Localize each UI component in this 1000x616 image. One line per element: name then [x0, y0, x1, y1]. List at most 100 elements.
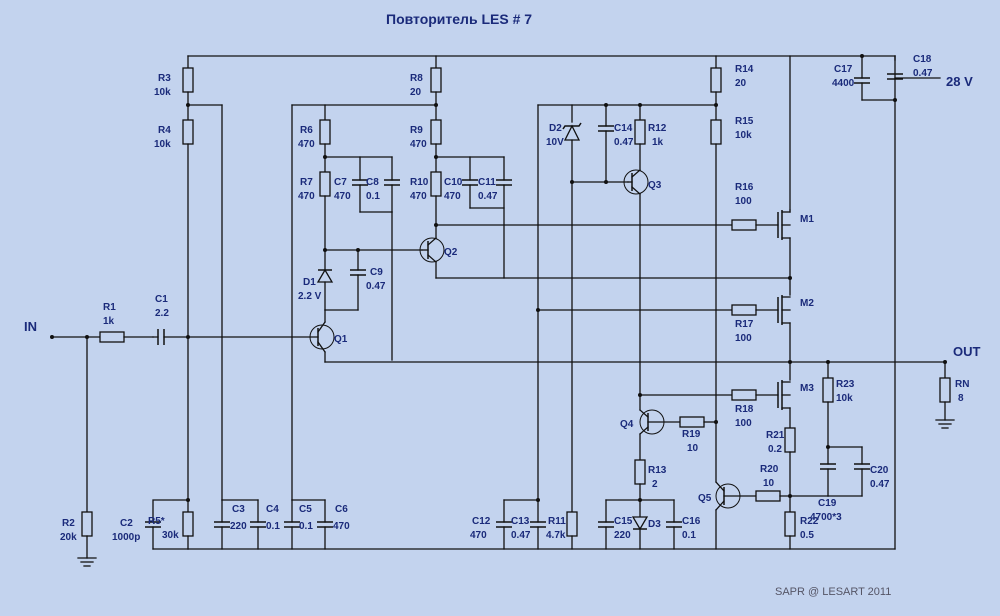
capacitor-C17: [854, 77, 870, 84]
R6-label: R6: [300, 125, 313, 136]
C12-label: C12: [472, 516, 491, 527]
R4-value: 10k: [154, 139, 171, 150]
resistor-R16: [731, 219, 757, 231]
D2-label: D2: [549, 123, 562, 134]
resistor-R7: [319, 171, 331, 197]
R22-value: 0.5: [800, 530, 814, 541]
C5-value: 0.1: [299, 521, 313, 532]
R3-label: R3: [158, 73, 171, 84]
R11-label: R11: [548, 516, 566, 527]
M1-label: M1: [800, 214, 814, 225]
C15-value: 220: [614, 530, 631, 541]
diode-D3: [631, 516, 649, 531]
capacitor-C8: [384, 179, 400, 186]
diagram-title: Повторитель LES # 7: [386, 11, 532, 27]
RN-value: 8: [958, 393, 964, 404]
resistor-R18: [731, 389, 757, 401]
capacitor-C3: [214, 521, 230, 528]
C1-value: 2.2: [155, 308, 169, 319]
resistor-R21: [784, 427, 796, 453]
R18-label: R18: [735, 404, 754, 415]
R4-label: R4: [158, 125, 171, 136]
C3-value: 220: [230, 521, 247, 532]
resistor-R8: [430, 67, 442, 93]
Q4-label: Q4: [620, 419, 634, 430]
RN-label: RN: [955, 379, 969, 390]
C3-label: C3: [232, 504, 245, 515]
C6-label: C6: [335, 504, 348, 515]
resistor-R19: [679, 416, 705, 428]
capacitor-C6: [317, 521, 333, 528]
C13-value: 0.47: [511, 530, 531, 541]
C4-label: C4: [266, 504, 279, 515]
C19-value: 4700*3: [810, 512, 842, 523]
R23-label: R23: [836, 379, 855, 390]
R20-value: 10: [763, 478, 775, 489]
resistor-R9: [430, 119, 442, 145]
resistor-R2: [81, 511, 93, 537]
capacitor-C16: [666, 521, 682, 528]
input-label: IN: [24, 319, 37, 334]
C18-label: C18: [913, 54, 932, 65]
R23-value: 10k: [836, 393, 853, 404]
resistor-R1: [99, 331, 125, 343]
Q3-label: Q3: [648, 180, 662, 191]
R3-value: 10k: [154, 87, 171, 98]
C10-value: 470: [444, 191, 461, 202]
C13-label: C13: [511, 516, 530, 527]
C4-value: 0.1: [266, 521, 280, 532]
zener-D2: [562, 122, 582, 141]
R5-label: R5*: [148, 516, 165, 527]
resistor-R11: [566, 511, 578, 537]
Q5-label: Q5: [698, 493, 712, 504]
M3-label: M3: [800, 383, 814, 394]
R13-label: R13: [648, 465, 667, 476]
R2-value: 20k: [60, 532, 77, 543]
capacitor-C13: [530, 521, 546, 528]
R9-label: R9: [410, 125, 423, 136]
resistor-R22: [784, 511, 796, 537]
resistor-R10: [430, 171, 442, 197]
resistor-R20: [755, 490, 781, 502]
capacitor-C5: [284, 521, 300, 528]
R15-label: R15: [735, 116, 754, 127]
R5-value: 30k: [162, 530, 179, 541]
transistor-Q2: [419, 237, 445, 263]
C8-label: C8: [366, 177, 379, 188]
capacitor-C20: [854, 463, 870, 470]
resistor-R23: [822, 377, 834, 403]
C19-label: C19: [818, 498, 837, 509]
R20-label: R20: [760, 464, 779, 475]
C17-label: C17: [834, 64, 853, 75]
capacitor-C11: [496, 179, 512, 186]
C1-label: C1: [155, 294, 168, 305]
resistor-R6: [319, 119, 331, 145]
D3-label: D3: [648, 519, 661, 530]
C16-value: 0.1: [682, 530, 696, 541]
R1-value: 1k: [103, 316, 115, 327]
ground-symbol-out: [935, 419, 955, 429]
capacitor-C14: [598, 125, 614, 132]
R21-value: 0.2: [768, 444, 782, 455]
Q1-label: Q1: [334, 334, 348, 345]
C20-value: 0.47: [870, 479, 890, 490]
C18-value: 0.47: [913, 68, 933, 79]
R2-label: R2: [62, 518, 75, 529]
R11-value: 4.7k: [546, 530, 566, 541]
C2-value: 1000p: [112, 532, 140, 543]
R8-label: R8: [410, 73, 423, 84]
M2-label: M2: [800, 298, 814, 309]
R15-value: 10k: [735, 130, 752, 141]
D1-label: D1: [303, 277, 316, 288]
transistor-Q1: [309, 321, 335, 353]
C14-value: 0.47: [614, 137, 634, 148]
resistor-R15: [710, 119, 722, 145]
R22-label: R22: [800, 516, 819, 527]
C8-value: 0.1: [366, 191, 380, 202]
capacitor-C4: [250, 521, 266, 528]
C20-label: C20: [870, 465, 889, 476]
capacitor-C10: [462, 179, 478, 186]
R9-value: 470: [410, 139, 427, 150]
